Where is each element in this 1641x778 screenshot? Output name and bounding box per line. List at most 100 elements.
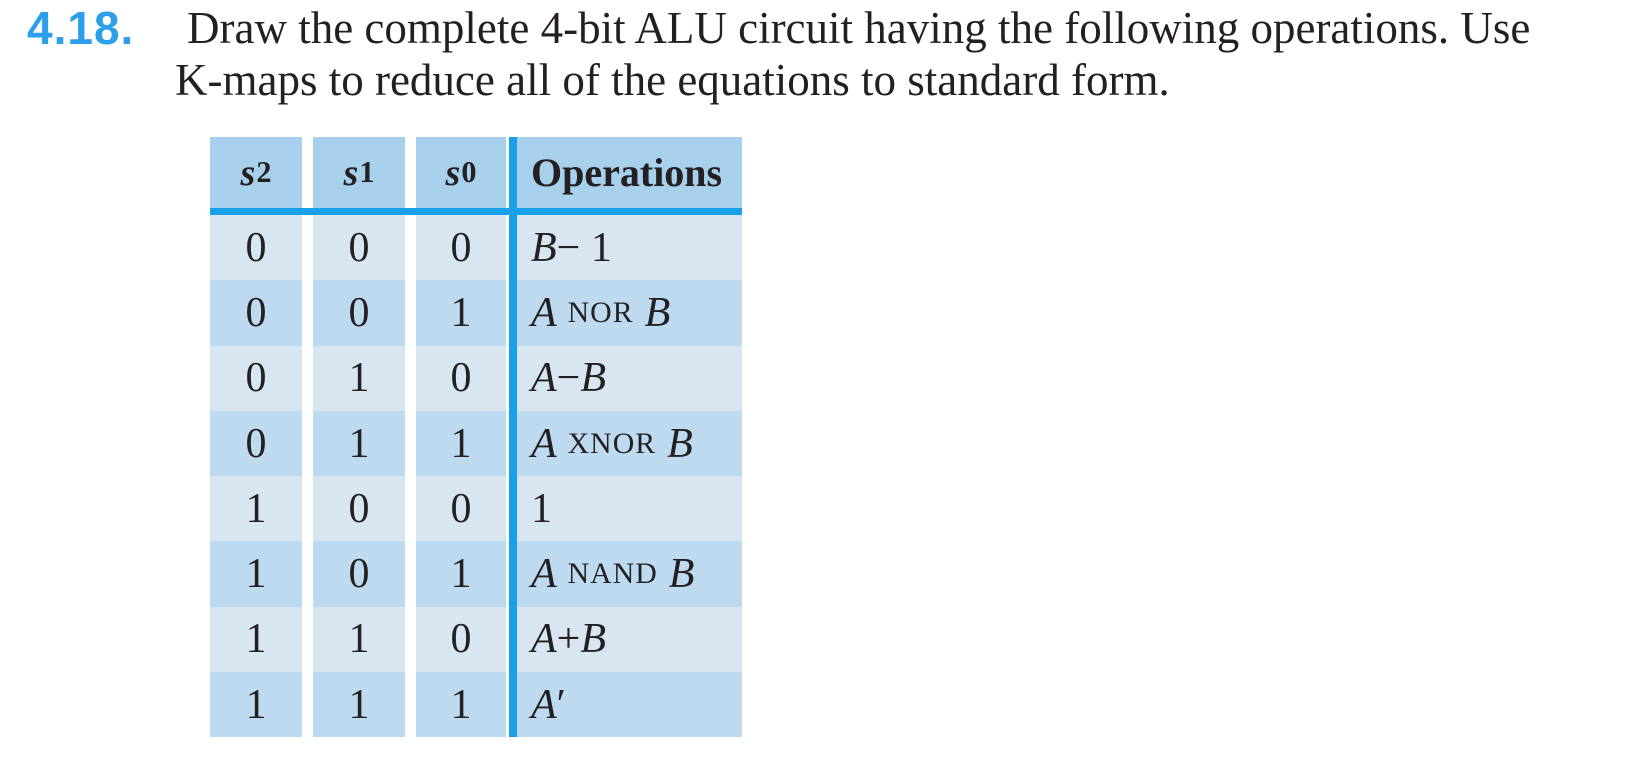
cell-operation: A′ (517, 672, 742, 738)
cell-s1: 0 (313, 476, 405, 542)
header-operations: Operations (517, 137, 742, 208)
header-divider-line (210, 208, 742, 215)
cell-s1: 1 (313, 672, 405, 738)
table-row: 1 0 1 A NAND B (210, 541, 742, 607)
cell-s2: 0 (210, 215, 302, 281)
op-segment-var: A (531, 551, 557, 598)
column-gap (302, 215, 313, 280)
header-s1-subscript: 1 (359, 155, 375, 189)
column-gap (302, 346, 313, 411)
vertical-divider (509, 137, 517, 208)
problem-statement-line-2: K-maps to reduce all of the equations to… (175, 55, 1170, 105)
op-segment-plain: − (556, 355, 581, 402)
header-s0-base: s (445, 151, 461, 194)
op-segment-var: A (531, 616, 557, 663)
vertical-divider (509, 606, 517, 673)
cell-s0: 0 (416, 215, 506, 281)
cell-s2: 1 (210, 672, 302, 738)
cell-s2: 1 (210, 476, 302, 542)
op-segment-var: A (531, 289, 557, 336)
table-row: 1 1 1 A′ (210, 672, 742, 738)
cell-s1: 0 (313, 541, 405, 607)
cell-operation: A NOR B (517, 280, 742, 346)
cell-operation: A XNOR B (517, 410, 742, 477)
column-gap (302, 411, 313, 476)
problem-statement: Draw the complete 4-bit ALU circuit havi… (175, 2, 1530, 106)
column-gap (302, 280, 313, 345)
cell-s2: 1 (210, 541, 302, 607)
cell-s1: 1 (313, 410, 405, 477)
column-gap (302, 607, 313, 672)
op-segment-plain: − 1 (556, 224, 612, 271)
vertical-divider (509, 672, 517, 738)
cell-operation: 1 (517, 476, 742, 542)
op-segment-var: A (531, 420, 557, 467)
cell-s1: 0 (313, 280, 405, 346)
vertical-divider (509, 410, 517, 477)
problem-statement-line-1: Draw the complete 4-bit ALU circuit havi… (187, 3, 1531, 53)
column-gap (405, 476, 416, 541)
header-s2-base: s (240, 151, 256, 194)
column-gap (302, 672, 313, 737)
column-gap (405, 411, 416, 476)
cell-s2: 0 (210, 280, 302, 346)
column-gap (405, 280, 416, 345)
op-segment-plain: + (556, 616, 581, 663)
op-segment-fn: NOR (567, 295, 634, 329)
cell-operation: A − B (517, 345, 742, 411)
op-segment-var: B (531, 224, 557, 271)
header-s2-subscript: 2 (256, 155, 272, 189)
cell-s0: 1 (416, 541, 506, 607)
column-gap (405, 541, 416, 606)
op-segment-fn: XNOR (567, 426, 657, 460)
column-gap (405, 215, 416, 280)
cell-s0: 1 (416, 672, 506, 738)
column-gap (405, 672, 416, 737)
cell-s2: 1 (210, 606, 302, 673)
cell-s0: 1 (416, 410, 506, 477)
table-row: 1 1 0 A + B (210, 606, 742, 673)
cell-operation: B − 1 (517, 215, 742, 281)
cell-s0: 0 (416, 476, 506, 542)
cell-s0: 0 (416, 606, 506, 673)
op-segment-var: A (531, 355, 557, 402)
column-gap (302, 541, 313, 606)
vertical-divider (509, 345, 517, 411)
cell-operation: A + B (517, 606, 742, 673)
op-segment-var: B (644, 289, 671, 336)
problem-number: 4.18. (27, 2, 135, 54)
table-row: 0 1 1 A XNOR B (210, 410, 742, 477)
column-gap (302, 476, 313, 541)
header-s1-base: s (343, 151, 359, 194)
column-gap (302, 137, 313, 208)
vertical-divider (509, 476, 517, 542)
table-row: 0 0 0 B − 1 (210, 215, 742, 281)
cell-s1: 0 (313, 215, 405, 281)
op-segment-var: B (668, 551, 695, 598)
op-segment-var: A (531, 681, 557, 728)
op-segment-var: B (580, 616, 606, 663)
column-gap (405, 346, 416, 411)
op-segment-var: B (667, 420, 693, 467)
vertical-divider (509, 541, 517, 607)
cell-s0: 1 (416, 280, 506, 346)
table-row: 1 0 0 1 (210, 476, 742, 542)
op-segment-fn: NAND (567, 557, 658, 591)
vertical-divider (509, 215, 517, 281)
header-s0-subscript: 0 (461, 155, 477, 189)
op-segment-plain: 1 (531, 485, 552, 532)
table-row: 0 1 0 A − B (210, 345, 742, 411)
cell-operation: A NAND B (517, 541, 742, 607)
column-gap (405, 137, 416, 208)
op-segment-var: B (580, 355, 606, 402)
vertical-divider (509, 280, 517, 346)
cell-s2: 0 (210, 345, 302, 411)
cell-s2: 0 (210, 410, 302, 477)
cell-s0: 0 (416, 345, 506, 411)
cell-s1: 1 (313, 345, 405, 411)
